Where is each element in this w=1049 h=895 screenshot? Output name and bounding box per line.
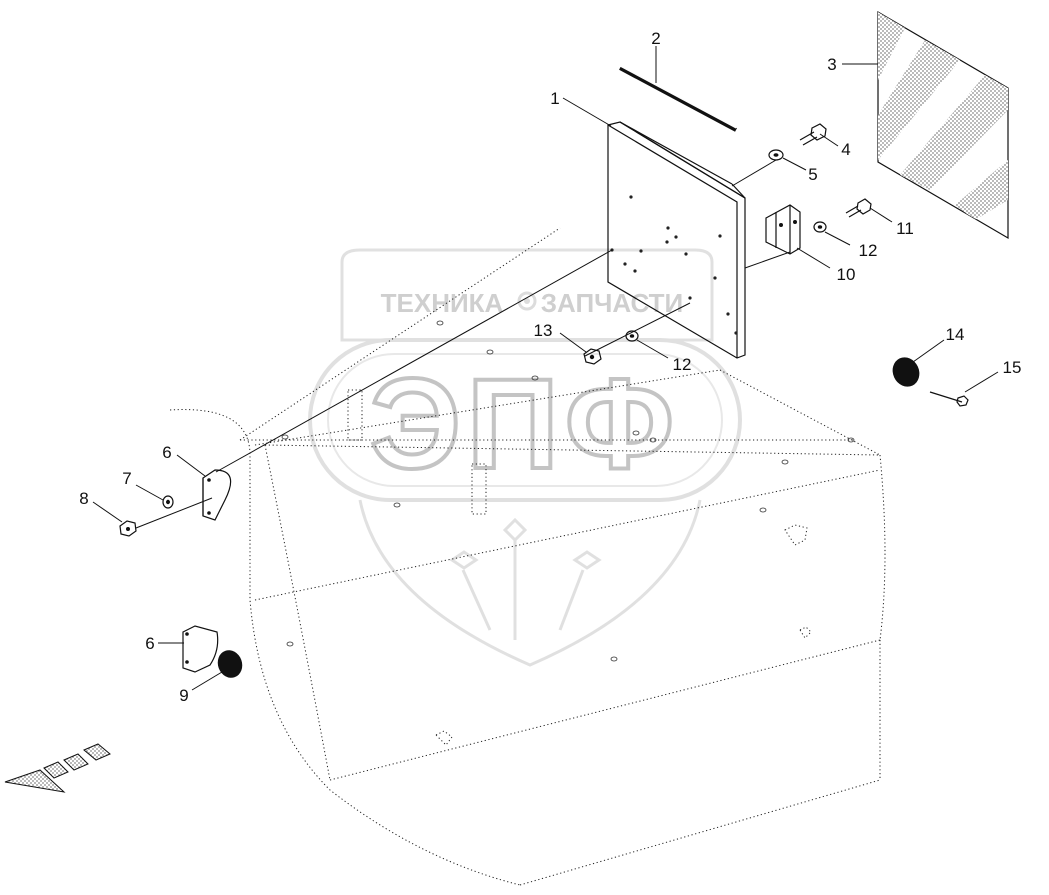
svg-text:6: 6 [162, 443, 171, 462]
callout-1: 1 [550, 89, 612, 127]
callout-6-upper: 6 [162, 443, 206, 477]
callout-12-lower: 12 [636, 339, 692, 374]
callout-7: 7 [122, 469, 164, 501]
callout-4: 4 [819, 133, 851, 159]
callout-5: 5 [782, 157, 818, 184]
svg-text:3: 3 [827, 55, 836, 74]
svg-text:12: 12 [673, 355, 692, 374]
callouts: 1 2 3 4 5 10 11 12 [79, 29, 1021, 705]
callout-8: 8 [79, 489, 123, 523]
svg-text:11: 11 [896, 219, 914, 238]
callout-13: 13 [534, 321, 587, 353]
callout-3: 3 [827, 55, 878, 74]
watermark-logo-letters: ЭПФ [370, 353, 680, 496]
part-9-reflector [217, 650, 243, 678]
callout-11: 11 [869, 207, 914, 238]
callout-15: 15 [964, 358, 1022, 393]
svg-text:12: 12 [859, 241, 878, 260]
svg-text:6: 6 [145, 634, 154, 653]
svg-text:9: 9 [179, 686, 188, 705]
svg-text:1: 1 [550, 89, 559, 108]
callout-10: 10 [796, 247, 856, 284]
svg-text:8: 8 [79, 489, 88, 508]
direction-arrow-icon [4, 743, 111, 793]
svg-text:5: 5 [808, 165, 817, 184]
part-8-nut [119, 520, 137, 537]
part-2-strip [619, 65, 737, 132]
svg-text:7: 7 [122, 469, 131, 488]
part-5-washer [768, 149, 784, 161]
part-3-warning-sign [877, 10, 1009, 240]
gear-icon [517, 291, 537, 311]
part-14-reflector [892, 357, 920, 387]
part-6-holder-lower [182, 625, 219, 673]
assembly-lines [135, 159, 791, 529]
callout-6-lower: 6 [145, 634, 184, 653]
svg-text:13: 13 [534, 321, 553, 340]
callout-2: 2 [651, 29, 661, 83]
svg-text:10: 10 [837, 265, 856, 284]
part-15-screw [929, 391, 969, 407]
callout-9: 9 [179, 671, 223, 705]
part-11-bolt [845, 198, 872, 218]
watermark-shield-icon [308, 248, 742, 667]
callout-14: 14 [912, 325, 965, 363]
part-10-bracket [765, 204, 801, 255]
svg-text:4: 4 [841, 140, 850, 159]
svg-text:14: 14 [946, 325, 965, 344]
part-13-nut [583, 348, 602, 365]
part-1-panel [607, 121, 746, 359]
watermark-brand-top: ТЕХНИКА [381, 288, 504, 318]
svg-text:15: 15 [1003, 358, 1022, 377]
housing-outline [169, 227, 886, 886]
watermark-text: ТЕХНИКА ЗАПЧАСТИ ЭПФ [368, 288, 683, 498]
part-6-holder-upper [202, 469, 232, 521]
svg-text:2: 2 [651, 29, 660, 48]
callout-12-upper: 12 [824, 231, 878, 260]
part-7-washer [162, 495, 174, 509]
part-12-washer-upper [813, 221, 827, 233]
part-4-bolt [799, 123, 827, 146]
